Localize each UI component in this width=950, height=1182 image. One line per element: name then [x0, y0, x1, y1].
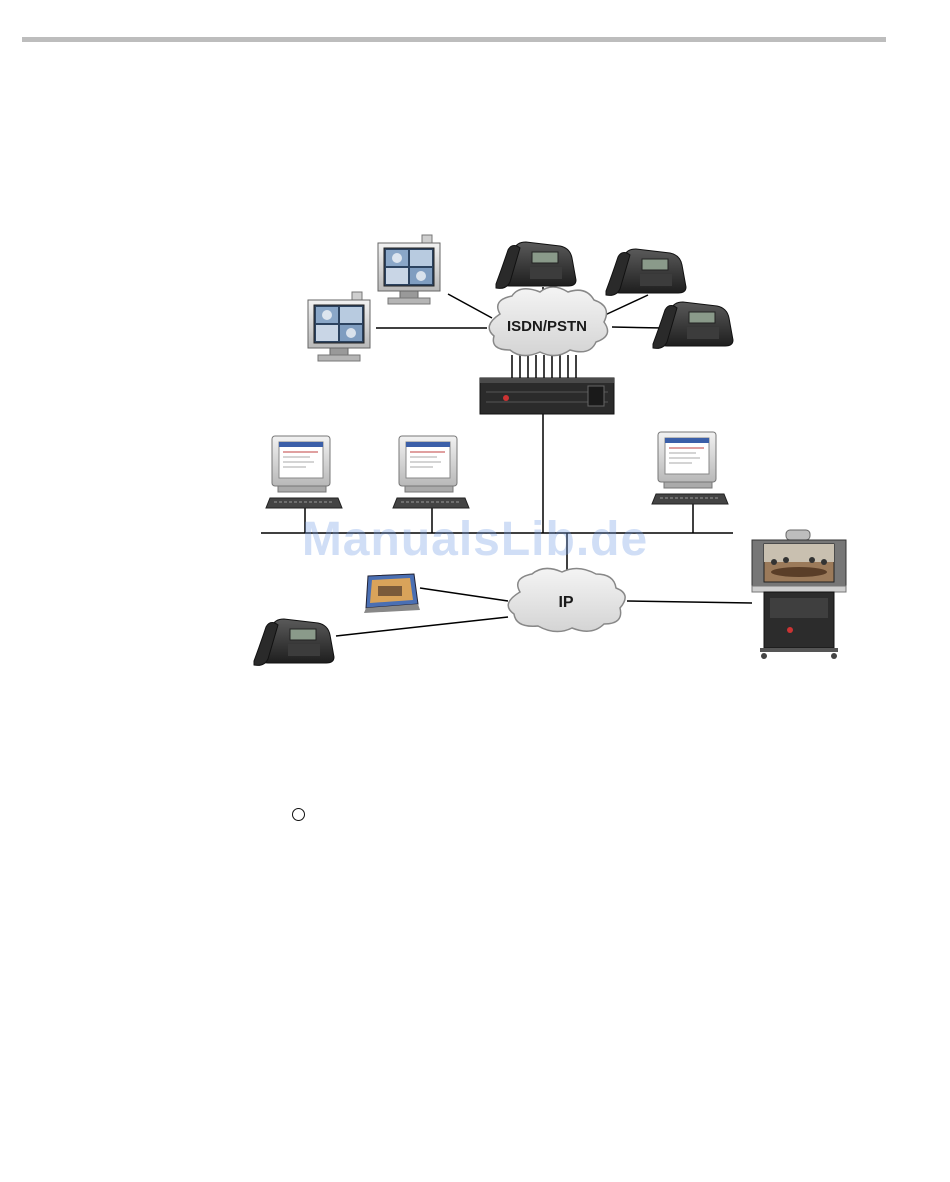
tablet-device	[364, 574, 420, 613]
phone-isdn-1	[496, 242, 576, 288]
video-monitor-left	[308, 292, 370, 361]
camera-icon	[786, 530, 810, 540]
link-vmon-top-isdn	[448, 294, 492, 318]
isdn-trunk-lines	[512, 355, 576, 378]
computer-1	[266, 436, 342, 508]
phone-ip	[254, 619, 334, 665]
bullet-circle	[292, 808, 305, 821]
computer-3	[652, 432, 728, 504]
phone-isdn-3	[653, 302, 733, 348]
mcu-logo-icon	[503, 395, 509, 401]
ip-label: IP	[558, 594, 573, 611]
phone-isdn-2	[606, 249, 686, 295]
video-monitor-top	[378, 235, 440, 304]
isdn-pstn-cloud: ISDN/PSTN	[489, 287, 607, 356]
link-phone2-isdn	[605, 295, 648, 315]
computer-2	[393, 436, 469, 508]
ip-cloud: IP	[508, 568, 625, 631]
link-ip-roomsystem	[627, 601, 752, 603]
room-system	[752, 530, 846, 659]
link-phone3-isdn	[612, 327, 663, 328]
isdn-pstn-label: ISDN/PSTN	[507, 318, 587, 335]
mcu-rack-unit	[480, 378, 614, 414]
link-phone4-ip	[336, 617, 508, 636]
link-tablet-ip	[420, 588, 508, 601]
